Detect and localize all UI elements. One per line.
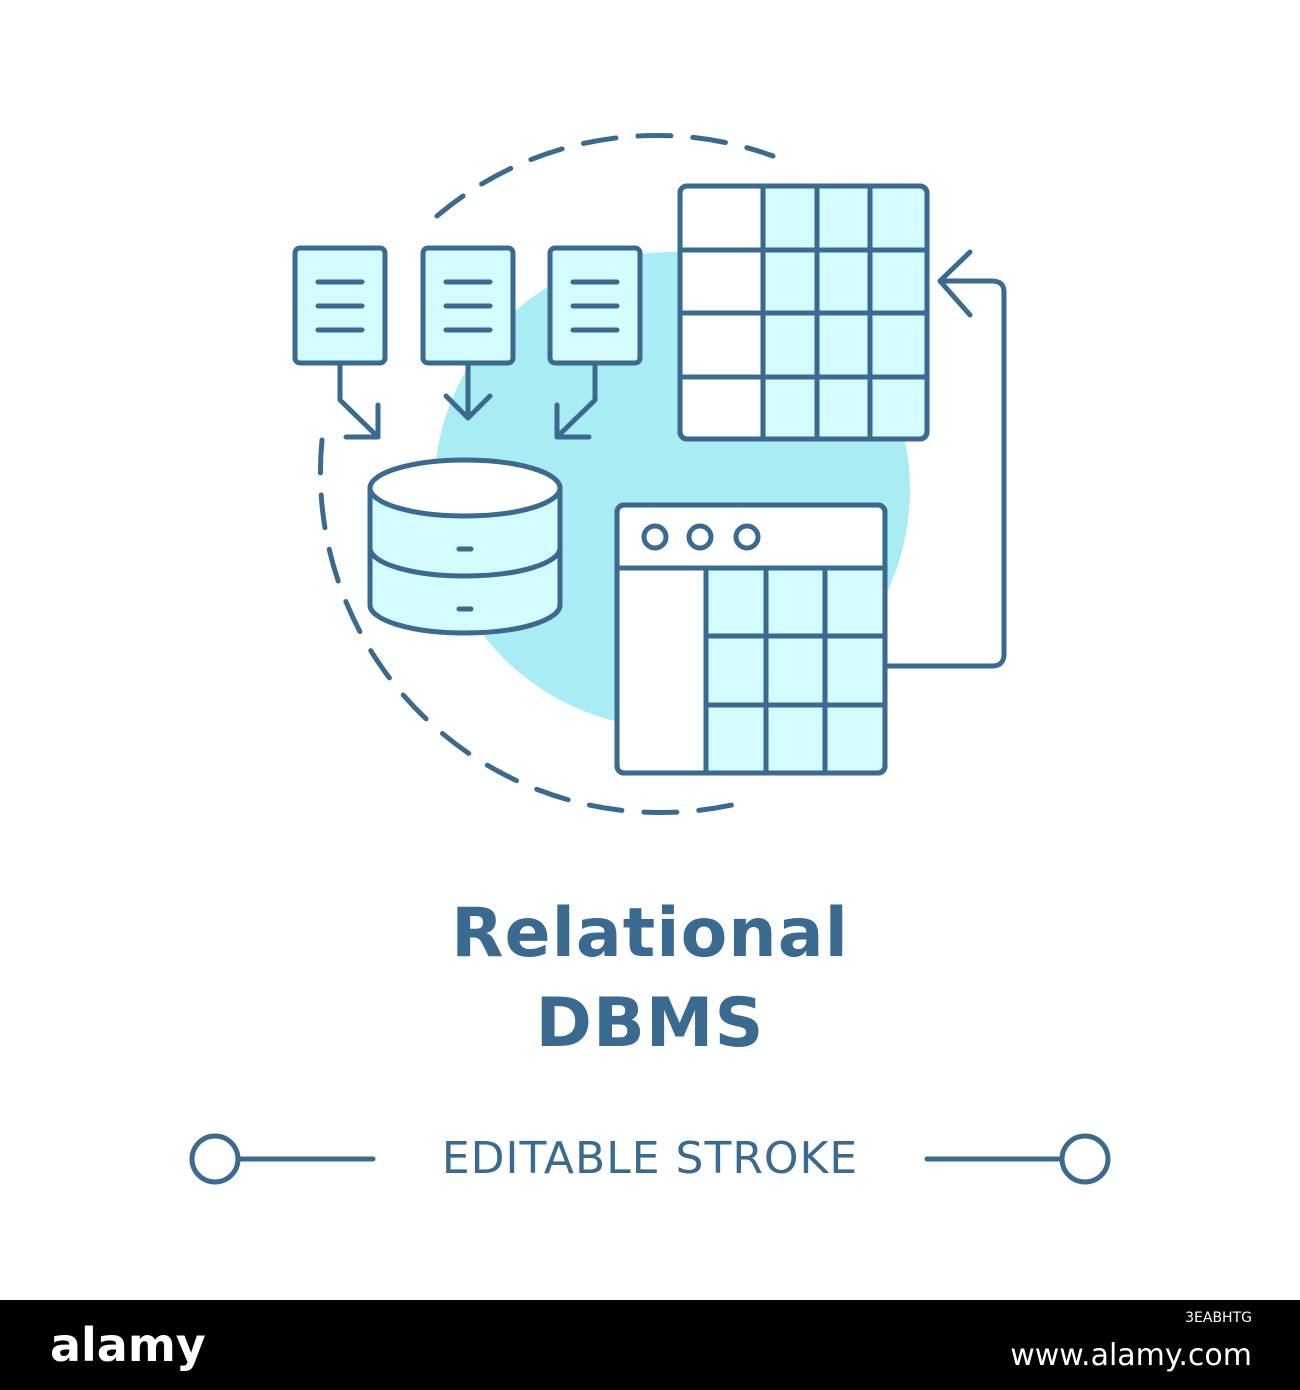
subtitle-editable-stroke: EDITABLE STROKE (441, 1133, 859, 1184)
arrow-icons-docs-to-db (337, 360, 598, 440)
relational-dbms-illustration (189, 132, 1111, 1185)
stock-footer: alamy 3EABHTG www.alamy.com (0, 1300, 1300, 1390)
document-icon-1 (292, 245, 388, 366)
dashed-ring (317, 132, 776, 816)
stock-site-url: www.alamy.com (1010, 1338, 1252, 1373)
editable-stroke-decoration (189, 1133, 1111, 1185)
stock-logo: alamy (50, 1318, 206, 1372)
arrow-icon-window-to-table (882, 249, 1007, 669)
title-line-2: DBMS (535, 984, 765, 1063)
stock-image-id: 3EABHTG (1185, 1310, 1252, 1326)
document-icon-3 (547, 245, 643, 366)
document-icon-2 (420, 245, 516, 366)
table-icon (677, 183, 930, 442)
title-line-1: Relational (451, 894, 849, 973)
database-icon (367, 457, 563, 636)
browser-window-icon (614, 502, 888, 776)
